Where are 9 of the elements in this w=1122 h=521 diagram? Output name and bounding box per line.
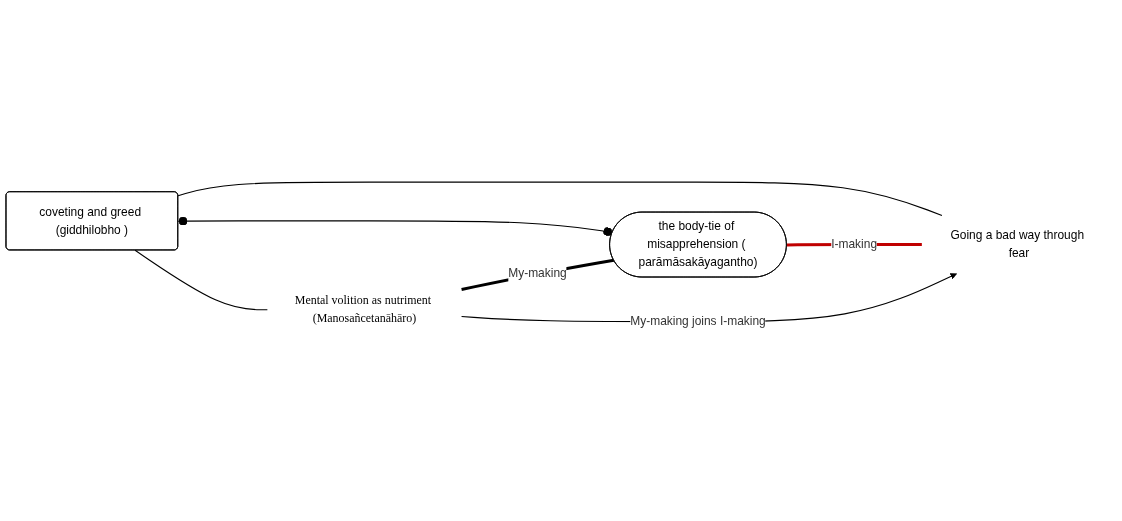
connector bbox=[461, 258, 615, 291]
connector bbox=[134, 249, 268, 311]
connector bbox=[177, 181, 943, 216]
node-text: Going a bad way through fear bbox=[950, 228, 1085, 260]
edge-label: My-making bbox=[508, 266, 567, 280]
edge-label: My-making joins I-making bbox=[630, 314, 766, 328]
edge-label: I-making bbox=[831, 237, 878, 251]
connector bbox=[177, 216, 614, 237]
node-text: Mental volition as nutriment (Manosañcetanāhāro) bbox=[294, 294, 432, 325]
